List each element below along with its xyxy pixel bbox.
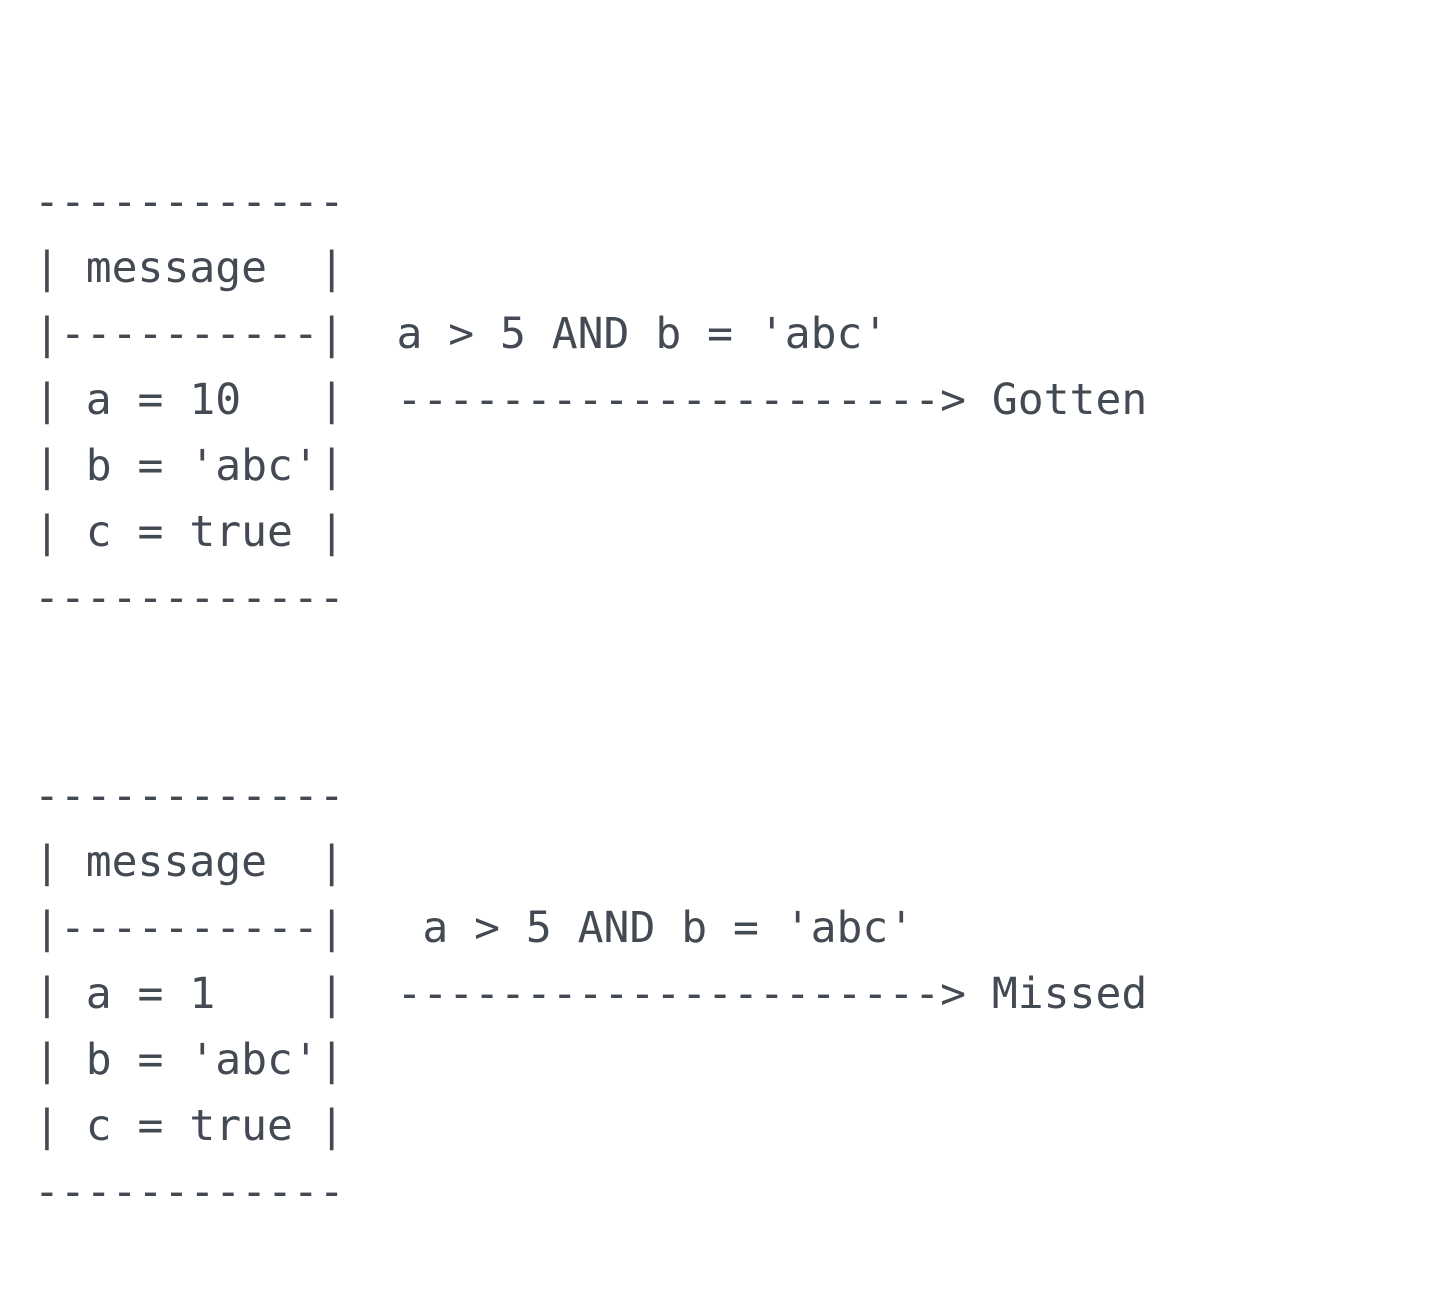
ascii-line: | message | <box>34 829 1444 895</box>
message-box-segment: | c = true | <box>34 507 345 557</box>
ascii-line: | b = 'abc'| <box>34 433 1444 499</box>
ascii-line: ------------ <box>34 169 1444 235</box>
message-box-segment: |----------| <box>34 903 345 953</box>
message-box-segment: | c = true | <box>34 1101 345 1151</box>
ascii-line: ------------ <box>34 763 1444 829</box>
selector-expression: a > 5 AND b = 'abc' <box>344 903 915 953</box>
result-label: Gotten <box>966 375 1148 425</box>
message-box-segment: | a = 10 | <box>34 375 345 425</box>
ascii-line: ------------ <box>34 565 1444 631</box>
message-box-segment: | message | <box>34 243 345 293</box>
ascii-line: | c = true | <box>34 1093 1444 1159</box>
message-box-segment: ------------ <box>34 771 345 821</box>
message-block-missed: ------------ | message | |----------| a > … <box>34 763 1444 1225</box>
ascii-line: | a = 1 | ---------------------> Missed <box>34 961 1444 1027</box>
ascii-line: | c = true | <box>34 499 1444 565</box>
message-box-segment: | b = 'abc'| <box>34 441 345 491</box>
arrow: ---------------------> <box>344 969 966 1019</box>
ascii-line: |----------| a > 5 AND b = 'abc' <box>34 895 1444 961</box>
ascii-line: | message | <box>34 235 1444 301</box>
ascii-line: | b = 'abc'| <box>34 1027 1444 1093</box>
result-label: Missed <box>966 969 1148 1019</box>
message-block-matched: ------------ | message | |----------| a > … <box>34 169 1444 631</box>
ascii-line: |----------| a > 5 AND b = 'abc' <box>34 301 1444 367</box>
message-box-segment: | b = 'abc'| <box>34 1035 345 1085</box>
message-box-segment: | a = 1 | <box>34 969 345 1019</box>
message-box-segment: | message | <box>34 837 345 887</box>
message-box-segment: ------------ <box>34 177 345 227</box>
ascii-line: | a = 10 | ---------------------> Gotten <box>34 367 1444 433</box>
message-box-segment: ------------ <box>34 573 345 623</box>
message-box-segment: |----------| <box>34 309 345 359</box>
ascii-line: ------------ <box>34 1159 1444 1225</box>
arrow: ---------------------> <box>344 375 966 425</box>
message-box-segment: ------------ <box>34 1167 345 1217</box>
selector-expression: a > 5 AND b = 'abc' <box>344 309 889 359</box>
